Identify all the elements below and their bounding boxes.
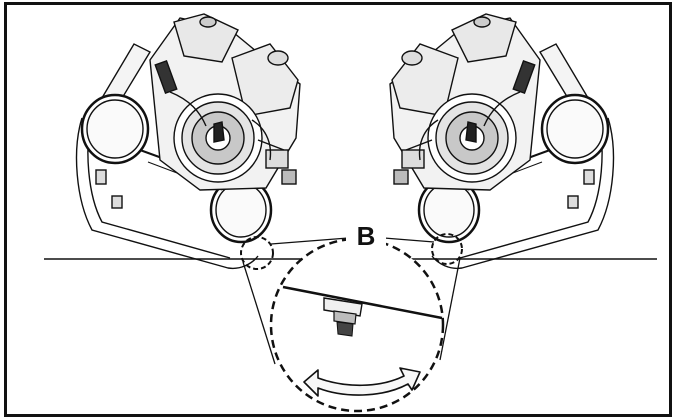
callout-label-b: B: [346, 222, 386, 250]
left-foot-callout: [240, 236, 274, 270]
leader-line-right: [383, 237, 435, 243]
rotate-arrow-icon: [303, 367, 421, 397]
tilted-compressor-left-icon: [75, 13, 301, 270]
tilted-compressor-right-icon: [389, 13, 615, 270]
right-foot-callout: [431, 233, 463, 265]
detail-leader-right: [439, 257, 461, 361]
detail-leader-left: [242, 261, 276, 365]
leader-line-left: [270, 237, 349, 245]
